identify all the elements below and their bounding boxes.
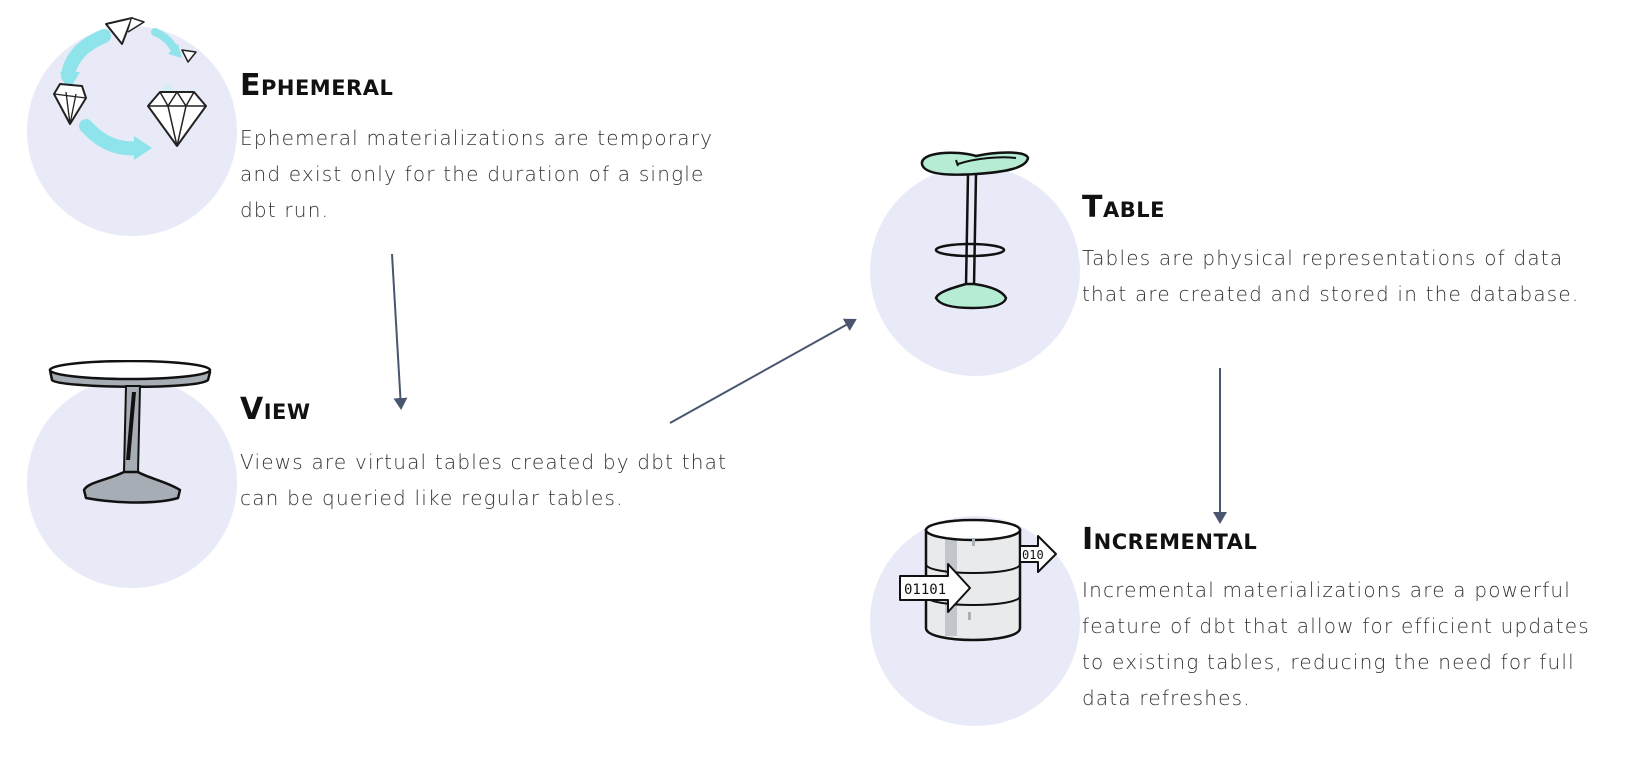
input-bits-label: 01101 — [904, 582, 946, 598]
node-description: Incremental materializations are a power… — [1082, 578, 1590, 710]
node-description: Tables are physical representations of d… — [1082, 246, 1580, 306]
database-cylinder-icon: 01101 010 — [899, 518, 1057, 642]
round-table-icon — [48, 360, 212, 504]
node-title: Incremental — [1082, 522, 1258, 557]
node-description: Ephemeral materializations are temporary… — [240, 126, 714, 222]
node-description: Views are virtual tables created by dbt … — [240, 450, 728, 510]
node-title: View — [240, 392, 311, 427]
bar-stool-icon — [920, 151, 1030, 310]
arrow-view-to-table — [669, 318, 857, 424]
node-title: Ephemeral — [240, 68, 394, 103]
node-circle — [27, 26, 237, 236]
output-bits-label: 010 — [1022, 548, 1044, 562]
diamond-cycle-icon — [53, 17, 207, 160]
arrow-ephemeral-to-view — [391, 253, 408, 410]
node-title: Table — [1082, 190, 1165, 225]
